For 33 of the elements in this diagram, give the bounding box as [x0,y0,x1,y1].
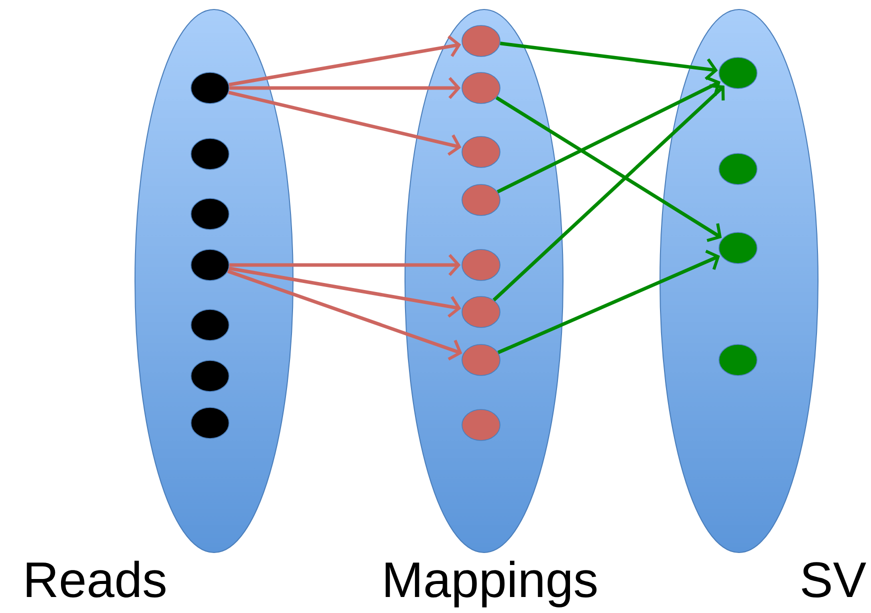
dot [462,344,500,376]
dot [718,232,758,264]
dot [190,198,230,230]
dot [190,360,230,392]
arrow [227,270,462,361]
dot [718,153,758,185]
arrow [228,266,462,318]
column-label: Reads [26,560,166,598]
arrow [228,90,462,156]
column-label: SV [802,562,866,598]
arrow [229,77,461,99]
dot [462,409,500,441]
arrow [228,35,462,86]
arrow [496,96,722,242]
dot [462,249,500,281]
arrow [492,84,725,302]
dot [462,296,500,328]
dot [190,138,230,170]
arrow [496,76,720,194]
dot [190,72,230,104]
dot [190,407,230,439]
dot [190,309,230,341]
dot [462,72,500,104]
column-label: Mappings [386,560,597,608]
dot [718,57,758,89]
arrow [497,250,720,354]
dot [462,136,500,168]
dot [462,184,500,216]
dot [190,249,230,281]
arrow [500,42,718,80]
arrow [229,254,461,276]
dot [462,25,500,57]
dot [718,344,758,376]
